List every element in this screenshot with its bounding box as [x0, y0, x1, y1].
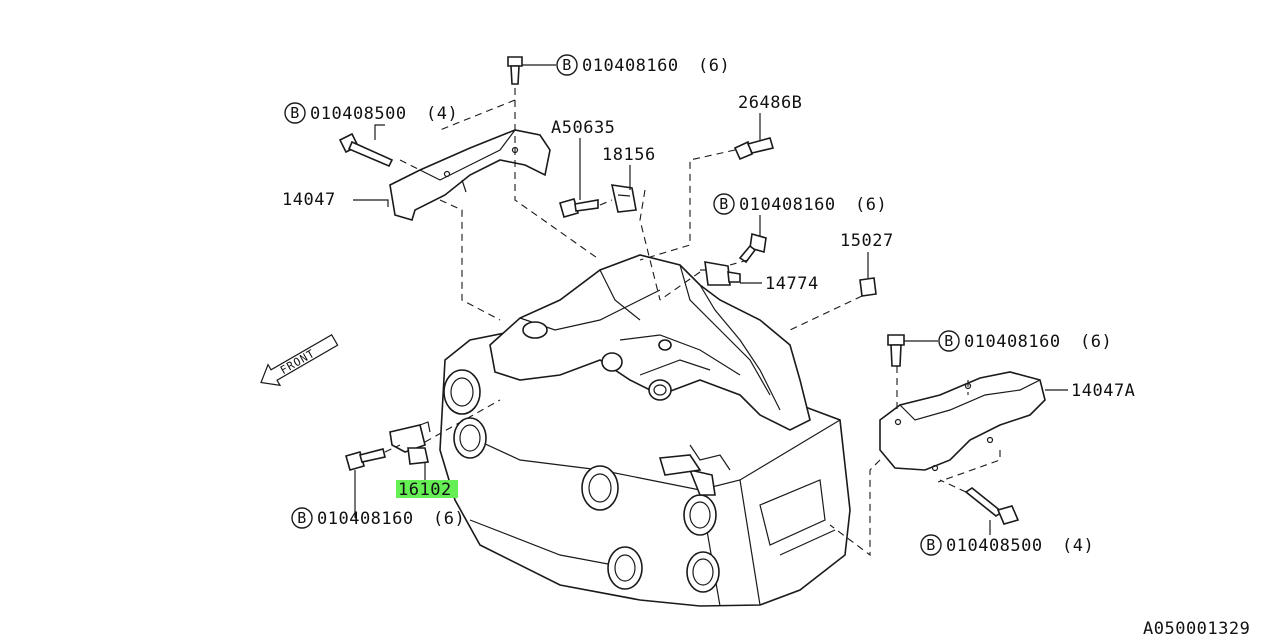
plug-15027-icon — [859, 277, 877, 297]
b-symbol: B — [926, 536, 936, 554]
quantity: (6) — [698, 56, 730, 76]
engine-ports — [443, 369, 720, 593]
cover-14047a — [879, 371, 1046, 472]
bolt-top-icon — [507, 56, 523, 85]
label-a50635[interactable]: A50635 — [551, 118, 615, 138]
bolt-right-long-icon — [964, 487, 1020, 525]
part-number: 010408160 — [739, 195, 836, 215]
cover-14047 — [389, 129, 551, 221]
intake-manifold — [489, 254, 811, 496]
part-number: 010408160 — [317, 509, 414, 529]
quantity: (4) — [426, 104, 458, 124]
label-14047a[interactable]: 14047A — [1071, 381, 1135, 401]
callout-bolt-bottom-right: B 010408500 (4) — [920, 534, 1094, 556]
quantity: (4) — [1062, 536, 1094, 556]
part-number: 010408160 — [964, 332, 1061, 352]
b-symbol: B — [719, 195, 729, 213]
callout-bolt-top: B 010408160 (6) — [556, 54, 730, 76]
part-number: 010408500 — [946, 536, 1043, 556]
bolt-a50635-icon — [559, 198, 599, 218]
bolt-right-icon — [887, 334, 905, 367]
label-15027[interactable]: 15027 — [840, 231, 894, 251]
label-26486b[interactable]: 26486B — [738, 93, 802, 113]
part-number: 010408500 — [310, 104, 407, 124]
label-14774[interactable]: 14774 — [765, 274, 819, 294]
label-16102-group[interactable]: 16102 — [396, 480, 458, 500]
bolt-mid-icon — [738, 232, 767, 264]
quantity: (6) — [433, 509, 465, 529]
b-symbol: B — [944, 332, 954, 350]
label-18156[interactable]: 18156 — [602, 145, 656, 165]
sensor-16102-icon — [389, 421, 431, 465]
bolt-bottom-left-icon — [345, 448, 386, 471]
leader-lines — [353, 64, 1068, 535]
highlight-marker — [396, 480, 458, 498]
label-16102[interactable]: 16102 — [398, 480, 452, 500]
part-number: 010408160 — [582, 56, 679, 76]
callout-bolt-left-top: B 010408500 (4) — [284, 102, 458, 124]
catalog-code: A050001329 — [1143, 619, 1250, 639]
bolt-left-long-icon — [338, 132, 394, 168]
callout-bolt-mid: B 010408160 (6) — [713, 193, 887, 215]
quantity: (6) — [855, 195, 887, 215]
assembly-guides — [384, 88, 1001, 557]
b-symbol: B — [297, 509, 307, 527]
callout-bolt-bottom-left: B 010408160 (6) — [291, 507, 465, 529]
label-14047[interactable]: 14047 — [282, 190, 336, 210]
fitting-26486b-icon — [733, 137, 775, 161]
sensor-18156-icon — [610, 184, 637, 213]
front-label: FRONT — [278, 347, 318, 377]
front-arrow: FRONT — [260, 333, 339, 387]
b-symbol: B — [562, 56, 572, 74]
solenoid-14774-icon — [700, 261, 741, 286]
callout-bolt-right: B 010408160 (6) — [938, 330, 1112, 352]
b-symbol: B — [290, 104, 300, 122]
quantity: (6) — [1080, 332, 1112, 352]
